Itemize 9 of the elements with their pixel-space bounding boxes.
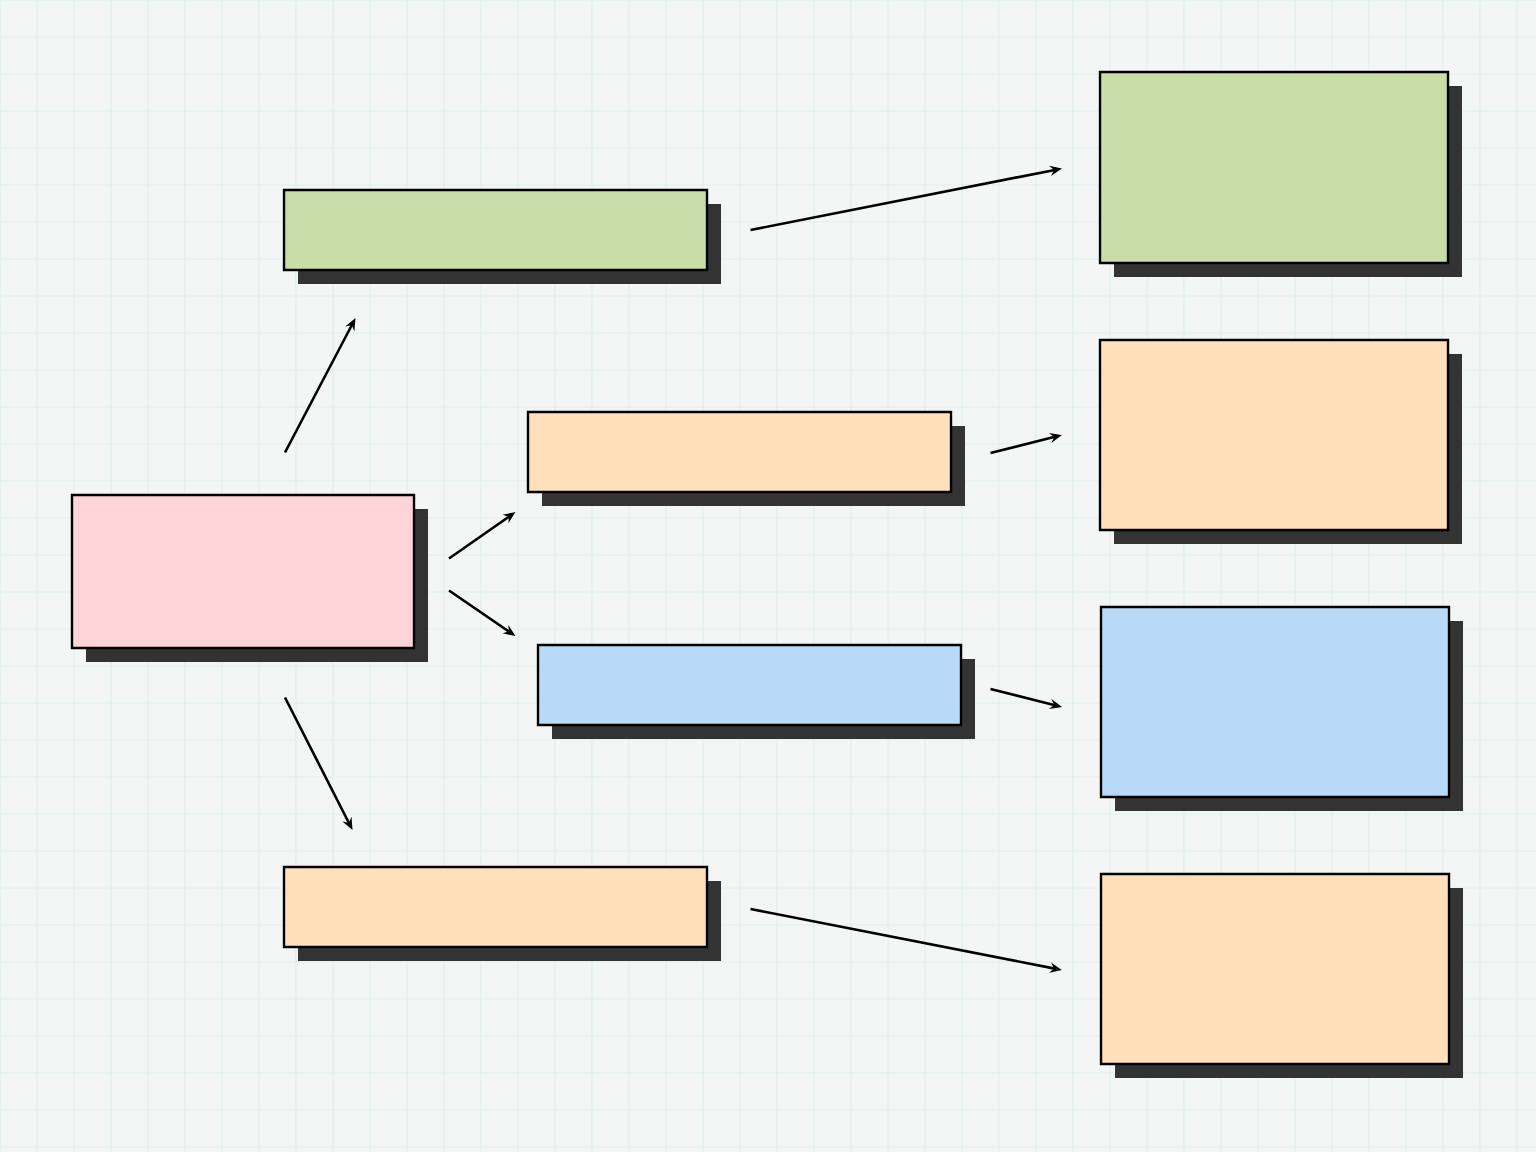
shadowed-box [282,865,721,961]
shadowed-box [1098,338,1462,544]
shadowed-box [1099,605,1463,811]
shadowed-box [1099,872,1463,1078]
shadowed-box [282,188,721,284]
shadowed-box [536,643,975,739]
shadowed-box [526,410,965,506]
shadowed-box [70,493,428,662]
shadowed-box [1098,70,1462,277]
